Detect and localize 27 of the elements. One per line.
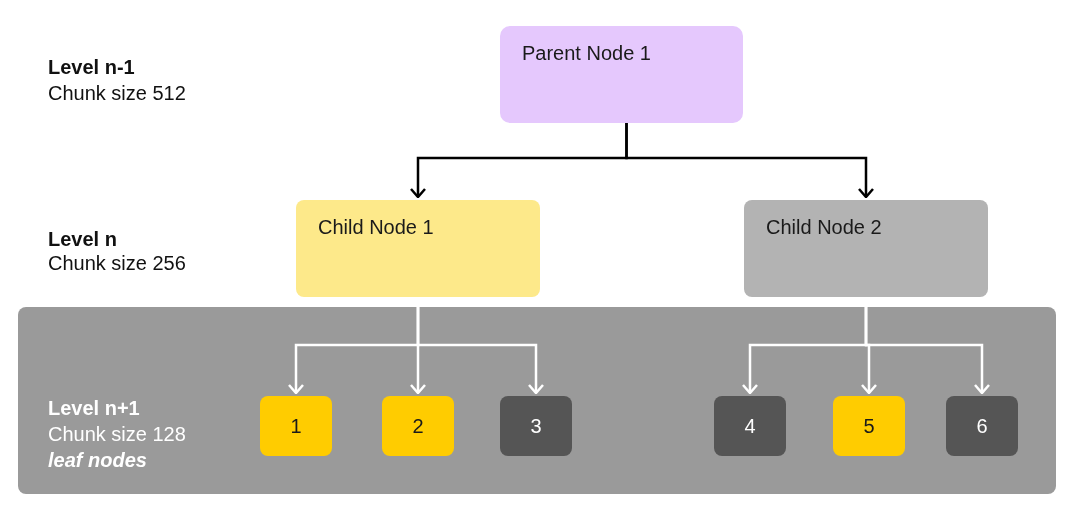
node-label: Child Node 2 bbox=[766, 216, 882, 239]
node-label: 3 bbox=[530, 414, 542, 438]
node-label: 4 bbox=[744, 414, 756, 438]
leaf-node-box bbox=[714, 396, 786, 456]
node-label: 5 bbox=[863, 414, 875, 438]
leaf-node-box bbox=[260, 396, 332, 456]
leaf-node-box bbox=[833, 396, 905, 456]
arrow bbox=[625, 123, 875, 199]
chunk-size-text: Chunk size 256 bbox=[48, 252, 186, 275]
chunk-size-text: Chunk size 128 bbox=[48, 423, 186, 446]
node-label: 1 bbox=[290, 414, 302, 438]
node-label: 2 bbox=[412, 414, 424, 438]
chunk-size-text: Chunk size 512 bbox=[48, 82, 186, 105]
node-box bbox=[500, 26, 743, 123]
level-heading: Level n bbox=[48, 228, 117, 251]
leaf-nodes-note: leaf nodes bbox=[48, 449, 147, 472]
node-label: 6 bbox=[976, 414, 988, 438]
leaf-node-box bbox=[946, 396, 1018, 456]
level-band bbox=[18, 307, 1056, 494]
leaf-node-box bbox=[382, 396, 454, 456]
level-heading: Level n+1 bbox=[48, 397, 140, 420]
leaf-node-box bbox=[500, 396, 572, 456]
node-label: Child Node 1 bbox=[318, 216, 434, 239]
level-heading: Level n-1 bbox=[48, 56, 135, 79]
node-box bbox=[296, 200, 540, 297]
node-box bbox=[744, 200, 988, 297]
node-label: Parent Node 1 bbox=[522, 42, 651, 65]
